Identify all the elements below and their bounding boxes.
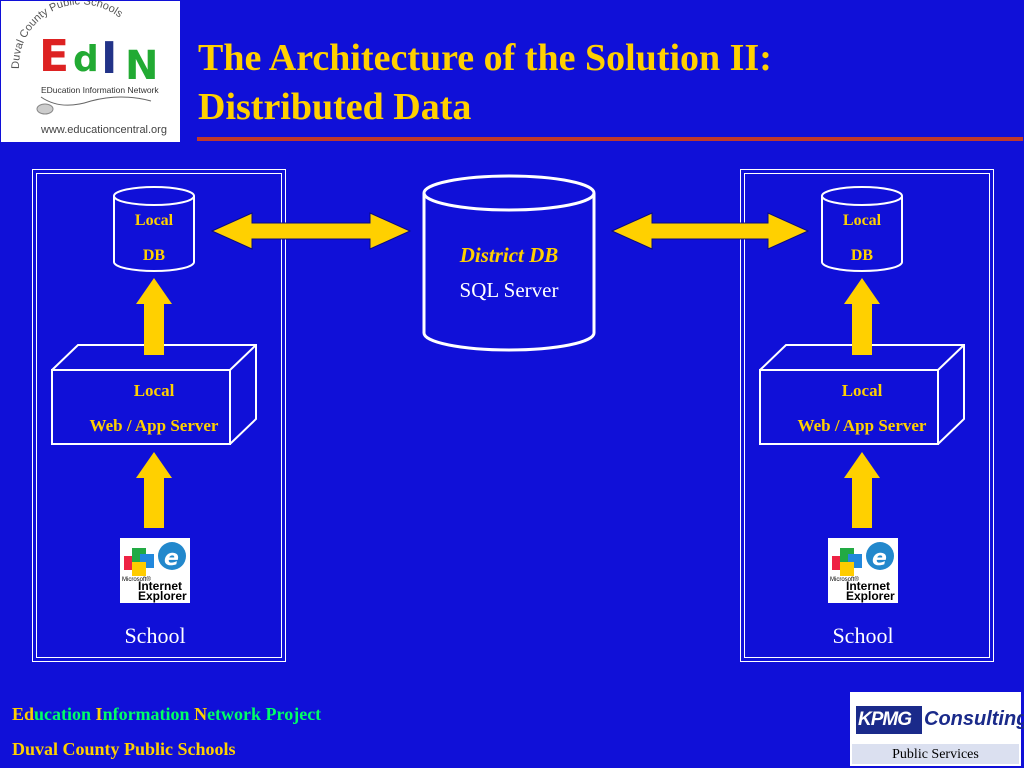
internet-explorer-icon-left: e Microsoft® Internet Explorer bbox=[120, 538, 190, 603]
web-app-server-right-line2: Web / App Server bbox=[797, 416, 927, 435]
local-db-label-left-line1: Local bbox=[134, 212, 174, 229]
svg-text:Explorer: Explorer bbox=[846, 589, 895, 603]
browser-to-server-arrow-left bbox=[136, 452, 172, 528]
ie-graphic-right: e Microsoft® Internet Explorer bbox=[830, 542, 895, 603]
svg-text:Internet: Internet bbox=[138, 579, 182, 593]
district-db-cylinder bbox=[422, 174, 596, 352]
title-underline bbox=[197, 137, 1023, 141]
school-box-left bbox=[32, 169, 286, 662]
footer-title-nformation: nformation bbox=[102, 704, 195, 724]
local-db-cylinder-right bbox=[821, 186, 903, 272]
edin-logo-graphic: Duval County Public Schools E d I N EDuc… bbox=[10, 0, 167, 136]
mouse-cord bbox=[40, 96, 152, 106]
slide-title: The Architecture of the Solution II: Dis… bbox=[198, 34, 998, 132]
footer-title-n: N bbox=[194, 704, 208, 724]
sync-arrow-right bbox=[610, 212, 810, 250]
server-to-db-arrow-left bbox=[136, 278, 172, 355]
school-label-right: School bbox=[832, 623, 894, 648]
kpmg-unit-bar bbox=[852, 744, 1019, 764]
web-app-server-right-line1: Local bbox=[841, 381, 883, 400]
kpmg-brand-block bbox=[856, 706, 922, 734]
logo-subtitle: EDucation Information Network bbox=[41, 85, 159, 95]
local-db-label-left-line2: DB bbox=[142, 247, 166, 264]
slide-title-line2: Distributed Data bbox=[198, 86, 472, 128]
school-label-left: School bbox=[124, 623, 186, 648]
logo-e-letter: E bbox=[39, 31, 69, 82]
district-db-name: District DB bbox=[459, 243, 559, 267]
mouse-icon bbox=[36, 103, 54, 115]
footer-title-etwork: etwork Project bbox=[207, 704, 322, 724]
kpmg-product-text: Consulting bbox=[924, 708, 1024, 730]
sync-arrow-left bbox=[210, 212, 412, 250]
district-db-label: District DB SQL Server bbox=[424, 242, 594, 303]
footer-title-ucation: ucation bbox=[34, 704, 96, 724]
web-app-server-box-left bbox=[51, 344, 257, 445]
kpmg-consulting-logo: KPMG Consulting Public Services bbox=[850, 692, 1024, 766]
svg-text:Microsoft®: Microsoft® bbox=[830, 576, 859, 583]
server-to-db-arrow-right bbox=[844, 278, 880, 355]
svg-text:Internet: Internet bbox=[846, 579, 890, 593]
svg-text:e: e bbox=[872, 546, 887, 571]
edin-logo: Duval County Public Schools E d I N EDuc… bbox=[1, 0, 180, 142]
school-box-right bbox=[740, 169, 994, 662]
footer-district-name: Duval County Public Schools bbox=[12, 739, 236, 759]
footer-project-title: Education Information Network Project bbox=[12, 704, 321, 725]
svg-text:e: e bbox=[164, 546, 179, 571]
school-box-right-inner bbox=[744, 173, 990, 658]
logo-n-letter: N bbox=[125, 43, 158, 89]
web-app-server-left-line1: Local bbox=[133, 381, 175, 400]
local-db-label-right: Local DB bbox=[822, 212, 902, 265]
web-app-server-label-left: Local Web / App Server bbox=[52, 382, 256, 435]
web-app-server-box-right bbox=[759, 344, 965, 445]
ie-graphic-left: e Microsoft® Internet Explorer bbox=[122, 542, 187, 603]
logo-d-letter: d bbox=[73, 39, 99, 80]
svg-text:Explorer: Explorer bbox=[138, 589, 187, 603]
footer-title-i: I bbox=[95, 704, 103, 724]
local-db-label-right-line1: Local bbox=[842, 212, 882, 229]
local-db-label-right-line2: DB bbox=[850, 247, 874, 264]
school-box-left-inner bbox=[36, 173, 282, 658]
web-app-server-left-line2: Web / App Server bbox=[89, 416, 219, 435]
logo-url: www.educationcentral.org bbox=[40, 124, 167, 136]
logo-i-letter: I bbox=[101, 33, 117, 84]
local-db-cylinder-left bbox=[113, 186, 195, 272]
slide-title-line1: The Architecture of the Solution II: bbox=[198, 37, 772, 79]
browser-to-server-arrow-right bbox=[844, 452, 880, 528]
district-db-engine: SQL Server bbox=[459, 278, 559, 302]
internet-explorer-icon-right: e Microsoft® Internet Explorer bbox=[828, 538, 898, 603]
local-db-label-left: Local DB bbox=[114, 212, 194, 265]
svg-text:Microsoft®: Microsoft® bbox=[122, 576, 151, 583]
kpmg-brand-text: KPMG bbox=[858, 709, 912, 730]
web-app-server-label-right: Local Web / App Server bbox=[760, 382, 964, 435]
kpmg-unit-text: Public Services bbox=[892, 747, 979, 762]
footer-title-ed: Ed bbox=[12, 704, 35, 724]
